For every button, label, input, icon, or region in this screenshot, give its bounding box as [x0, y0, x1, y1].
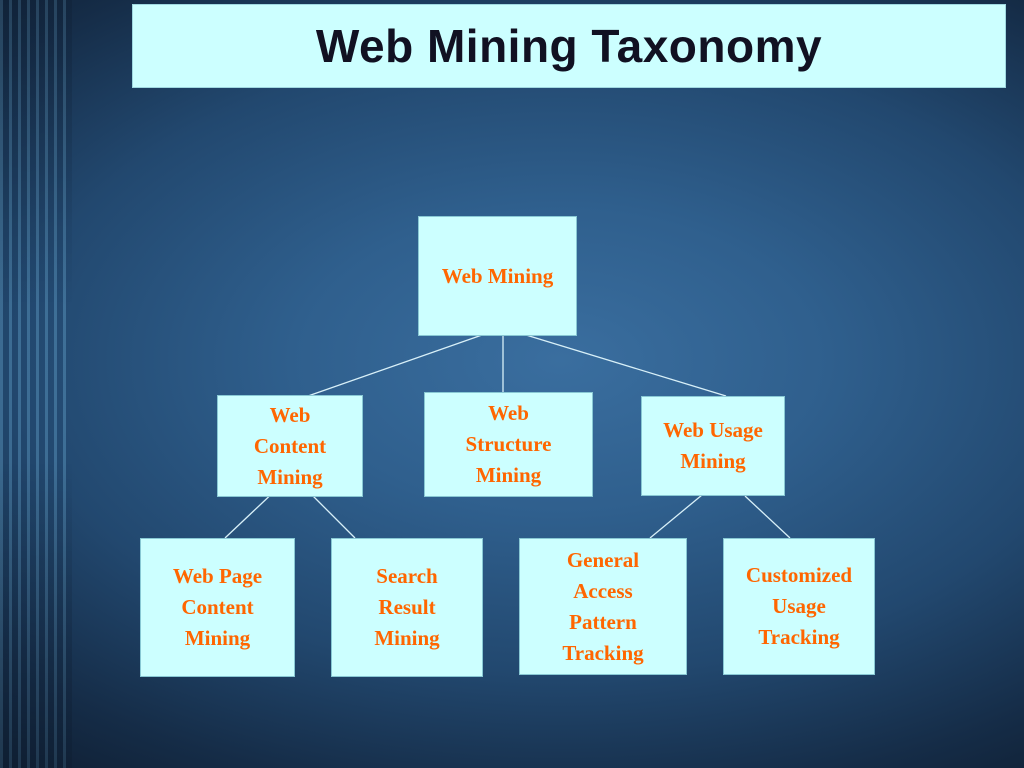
slide-title: Web Mining Taxonomy: [315, 20, 823, 72]
link-root-usage: [525, 334, 727, 397]
node-label: Web Mining: [441, 263, 554, 288]
node-label: Search Result Mining: [374, 564, 440, 650]
link-root-content: [307, 334, 483, 397]
title-banner: Web Mining Taxonomy: [132, 4, 1006, 88]
node-customized-usage-tracking: Customized Usage Tracking: [723, 538, 875, 675]
node-web-mining: Web Mining: [418, 216, 577, 336]
node-search-result-mining: Search Result Mining: [331, 538, 483, 677]
link-usage-customized: [744, 495, 791, 539]
node-label: Web Structure Mining: [465, 401, 552, 487]
node-web-structure-mining: Web Structure Mining: [424, 392, 593, 497]
node-web-content-mining: Web Content Mining: [217, 395, 363, 497]
node-label: Web Page Content Mining: [172, 564, 263, 650]
node-label: Web Usage Mining: [663, 418, 763, 473]
decorative-stripes: [0, 0, 72, 768]
node-general-access-pattern-tracking: General Access Pattern Tracking: [519, 538, 687, 675]
node-label: Web Content Mining: [253, 402, 327, 489]
node-label: General Access Pattern Tracking: [562, 547, 644, 665]
node-label: Customized Usage Tracking: [745, 563, 853, 649]
node-web-usage-mining: Web Usage Mining: [641, 396, 785, 496]
node-web-page-content-mining: Web Page Content Mining: [140, 538, 295, 677]
